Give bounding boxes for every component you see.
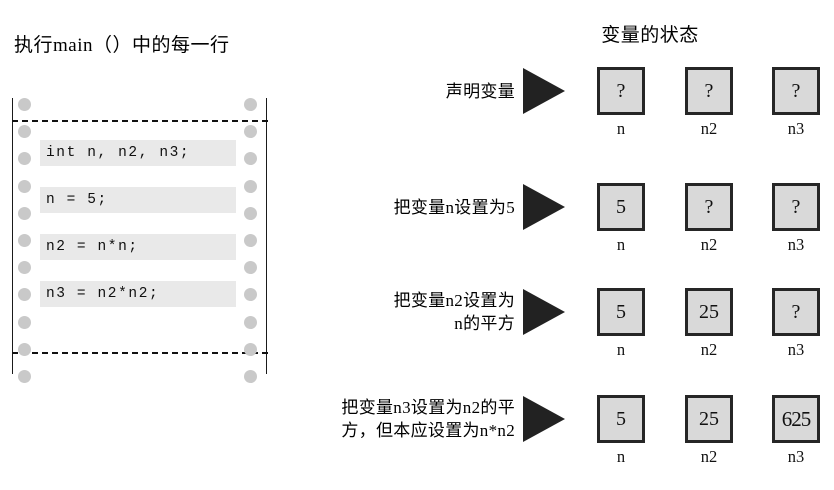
feed-holes-right: [244, 98, 258, 383]
paper-left-edge: [12, 98, 13, 374]
variable-name-label: n3: [787, 340, 805, 359]
step-label: 把变量n设置为5: [393, 197, 515, 217]
feed-hole: [244, 125, 257, 139]
step-label: 声明变量: [445, 81, 515, 101]
feed-hole: [18, 152, 31, 166]
code-line: n = 5;: [40, 187, 236, 213]
feed-hole: [244, 370, 257, 383]
feed-holes-left: [18, 98, 32, 383]
variable-name-label: n: [616, 447, 626, 466]
feed-hole: [18, 315, 31, 329]
feed-hole: [18, 370, 31, 383]
feed-hole: [18, 261, 31, 275]
play-triangle-icon: [523, 184, 565, 230]
variable-box: 25: [685, 288, 733, 336]
feed-hole: [18, 342, 31, 356]
feed-hole: [244, 98, 257, 111]
feed-hole: [18, 98, 31, 111]
step-label: 把变量n2设置为 n的平方: [393, 291, 515, 333]
variable-name-label: n3: [787, 235, 805, 254]
variable-name-label: n: [616, 340, 626, 359]
variable-box: 5: [597, 395, 645, 443]
feed-hole: [244, 206, 257, 220]
variable-box: 5: [597, 183, 645, 231]
variable-name-label: n: [616, 119, 626, 138]
page-title: 执行main（）中的每一行: [14, 35, 230, 56]
variable-box: 5: [597, 288, 645, 336]
feed-hole: [244, 315, 257, 329]
variable-box: 25: [685, 395, 733, 443]
play-triangle-icon: [523, 68, 565, 114]
play-triangle-icon: [523, 289, 565, 335]
code-line: n2 = n*n;: [40, 234, 236, 260]
code-line: int n, n2, n3;: [40, 140, 236, 166]
variable-box: ?: [685, 67, 733, 115]
variable-box: ?: [597, 67, 645, 115]
variable-name-label: n2: [700, 447, 718, 466]
feed-hole: [244, 234, 257, 247]
variable-name-label: n2: [700, 340, 718, 359]
variable-name-label: n: [616, 235, 626, 254]
variable-box: ?: [772, 288, 820, 336]
step-label: 把变量n3设置为n2的平 方，但本应设置为n*n2: [341, 398, 515, 440]
feed-hole: [244, 342, 257, 356]
tractor-feed-paper: [12, 98, 268, 383]
play-triangle-icon: [523, 396, 565, 442]
paper-right-edge: [266, 98, 267, 374]
feed-hole: [244, 152, 257, 166]
variable-name-label: n3: [787, 447, 805, 466]
feed-hole: [18, 125, 31, 139]
variable-box: ?: [685, 183, 733, 231]
paper-perforation-bottom: [12, 352, 268, 354]
code-line: n3 = n2*n2;: [40, 281, 236, 307]
variable-box: 625: [772, 395, 820, 443]
feed-hole: [18, 288, 31, 302]
variable-name-label: n2: [700, 119, 718, 138]
variable-name-label: n3: [787, 119, 805, 138]
variable-box: ?: [772, 183, 820, 231]
variable-name-label: n2: [700, 235, 718, 254]
feed-hole: [18, 179, 31, 193]
feed-hole: [18, 206, 31, 220]
paper-perforation-top: [12, 120, 268, 122]
variable-box: ?: [772, 67, 820, 115]
variable-states-title: 变量的状态: [601, 25, 699, 46]
feed-hole: [244, 288, 257, 302]
feed-hole: [18, 234, 31, 247]
feed-hole: [244, 179, 257, 193]
feed-hole: [244, 261, 257, 275]
